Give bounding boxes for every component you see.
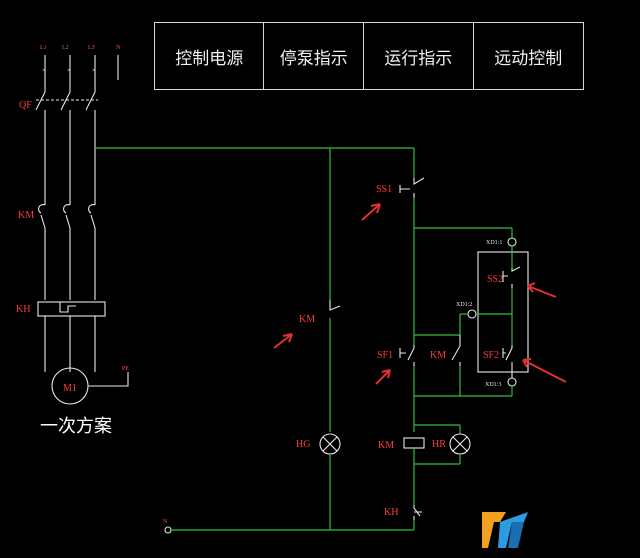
remote-control-box bbox=[477, 251, 529, 373]
logo-watermark bbox=[482, 512, 528, 548]
sf1-switch bbox=[399, 345, 415, 366]
hg-label: HG bbox=[296, 439, 310, 450]
header-cell-remote-control: 远动控制 bbox=[494, 48, 563, 69]
tick-mark: × bbox=[67, 68, 70, 74]
kh-nc-contact bbox=[413, 505, 422, 520]
arrow-ss2 bbox=[527, 282, 557, 298]
km-main-contacts-blades bbox=[40, 214, 96, 229]
phase-n-label: N bbox=[116, 45, 121, 51]
qf-label: QF bbox=[19, 100, 32, 111]
motor-label: M1 bbox=[63, 383, 77, 394]
primary-scheme-label: 一次方案 bbox=[40, 416, 112, 437]
tick-mark: × bbox=[92, 68, 95, 74]
terminal-3-label: XD1:3 bbox=[485, 382, 501, 388]
n-terminal bbox=[164, 526, 172, 534]
hr-lamp-cross bbox=[452, 436, 468, 452]
km-coil bbox=[403, 437, 425, 449]
kh-heater-element bbox=[59, 302, 76, 313]
arrow-ss1 bbox=[361, 203, 381, 221]
sf2-label: SF2 bbox=[483, 350, 499, 361]
pe-label: PE bbox=[122, 366, 129, 372]
phase-l2-label: L2 bbox=[62, 45, 69, 51]
annotation-arrows bbox=[273, 203, 567, 385]
n-terminal-label: N bbox=[163, 519, 168, 525]
terminal-1 bbox=[507, 237, 517, 247]
km-coil-label: KM bbox=[378, 440, 394, 451]
primary-circuit: L1 L2 L3 N × × × QF KM KH M1 bbox=[16, 45, 414, 437]
hr-label: HR bbox=[432, 439, 446, 450]
phase-l1-label: L1 bbox=[40, 45, 47, 51]
ss1-switch bbox=[399, 177, 425, 198]
kh-nc-label: KH bbox=[384, 507, 398, 518]
terminal-1-label: XD1:1 bbox=[486, 240, 502, 246]
km-nc-label: KM bbox=[299, 314, 315, 325]
terminal-3 bbox=[507, 377, 517, 387]
ss1-label: SS1 bbox=[376, 184, 392, 195]
header-cell-control-power: 控制电源 bbox=[155, 23, 265, 89]
kh-thermal-relay bbox=[37, 301, 106, 317]
km-aux-contact bbox=[451, 335, 461, 366]
tick-mark: × bbox=[42, 68, 45, 74]
terminal-2-label: XD1:2 bbox=[456, 302, 472, 308]
qf-breaker-symbol bbox=[35, 91, 96, 111]
ss2-switch bbox=[502, 266, 521, 288]
header-cell-run-indicator: 运行指示 bbox=[364, 23, 474, 89]
header-cell-stop-indicator: 停泵指示 bbox=[264, 23, 365, 89]
kh-main-label: KH bbox=[16, 304, 30, 315]
title-table: 控制电源 停泵指示 运行指示 远动控制 bbox=[154, 22, 584, 90]
km-aux-label: KM bbox=[430, 350, 446, 361]
sf1-label: SF1 bbox=[377, 350, 393, 361]
phase-l3-label: L3 bbox=[88, 45, 95, 51]
km-nc-contact bbox=[329, 300, 341, 311]
sf2-switch bbox=[502, 345, 513, 378]
control-circuit: KM HG SS1 SF1 KM KM HR KH bbox=[163, 148, 529, 534]
arrow-km-nc bbox=[273, 333, 293, 349]
arrow-sf2 bbox=[522, 358, 567, 383]
km-main-contacts bbox=[37, 203, 96, 214]
arrow-sf1 bbox=[375, 369, 391, 385]
km-main-label: KM bbox=[18, 210, 34, 221]
hg-lamp-cross bbox=[322, 436, 338, 452]
ss2-label: SS2 bbox=[487, 274, 503, 285]
terminal-2 bbox=[467, 309, 477, 319]
pe-wire bbox=[88, 372, 129, 387]
